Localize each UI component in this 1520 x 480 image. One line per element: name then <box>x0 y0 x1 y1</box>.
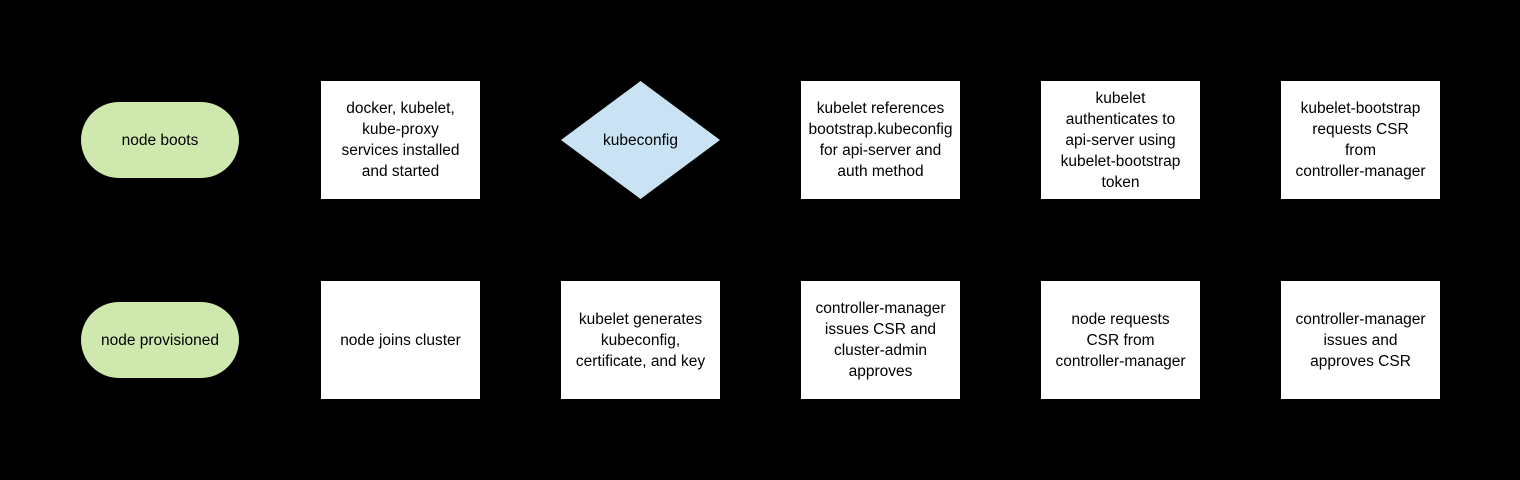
flowchart-node-controller-manager-issues-approves[interactable]: controller-manager issues and approves C… <box>1281 281 1440 399</box>
flowchart-node-label: controller-manager issues CSR and cluste… <box>815 300 946 380</box>
flowchart-node-kubeconfig-decision[interactable]: kubeconfig <box>561 81 720 199</box>
flowchart-node-label: kubeconfig <box>603 131 678 149</box>
flowchart-node-label: kubelet authenticates to api-server usin… <box>1060 89 1181 191</box>
flowchart-node-controller-manager-issues-csr[interactable]: controller-manager issues CSR and cluste… <box>801 281 960 399</box>
flowchart-node-kubelet-bootstrap-requests-csr[interactable]: kubelet-bootstrap requests CSR from cont… <box>1281 81 1440 199</box>
flowchart-node-kubelet-authenticates[interactable]: kubelet authenticates to api-server usin… <box>1041 81 1200 199</box>
flowchart-node-label: kubelet references bootstrap.kubeconfig … <box>808 100 953 180</box>
flowchart-node-label: node provisioned <box>100 331 220 349</box>
flowchart-node-label: node joins cluster <box>340 331 461 349</box>
flowchart-node-label: kubelet-bootstrap requests CSR from cont… <box>1295 100 1426 180</box>
flowchart-node-label: node requests CSR from controller-manage… <box>1055 310 1186 370</box>
flowchart-node-kubelet-generates-kubeconfig[interactable]: kubelet generates kubeconfig, certificat… <box>561 281 720 399</box>
flowchart-node-node-joins-cluster[interactable]: node joins cluster <box>321 281 480 399</box>
flowchart-node-label: docker, kubelet, kube-proxy services ins… <box>341 100 460 180</box>
flowchart-node-label: kubelet generates kubeconfig, certificat… <box>575 310 706 370</box>
flowchart-node-node-boots[interactable]: node boots <box>81 102 239 178</box>
flowchart-node-node-requests-csr[interactable]: node requests CSR from controller-manage… <box>1041 281 1200 399</box>
flowchart-node-node-provisioned[interactable]: node provisioned <box>81 302 239 378</box>
flowchart-node-services-installed[interactable]: docker, kubelet, kube-proxy services ins… <box>321 81 480 199</box>
flowchart-node-kubelet-references-bootstrap[interactable]: kubelet references bootstrap.kubeconfig … <box>801 81 960 199</box>
flowchart-node-label: controller-manager issues and approves C… <box>1295 310 1426 370</box>
diamond-shape-icon <box>561 81 720 199</box>
flowchart-node-label: node boots <box>121 131 199 149</box>
